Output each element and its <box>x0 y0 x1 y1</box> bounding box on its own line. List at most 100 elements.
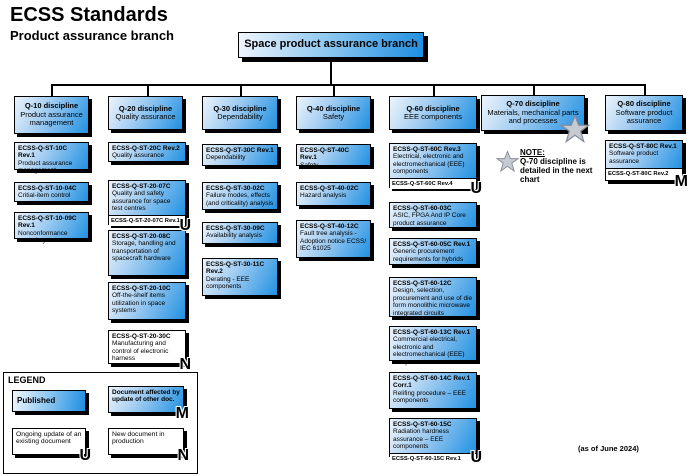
std-box: ECSS-Q-ST-10-09C Rev.1 Nonconformance co… <box>14 212 89 244</box>
box-desc: Availability analysis <box>206 232 262 240</box>
std-box: ECSS-Q-ST-40-02C Hazard analysis <box>296 182 371 206</box>
std-box: ECSS-Q-ST-10C Rev.1 Product assurance ma… <box>14 142 89 174</box>
std-box-group: ECSS-Q-ST-20-07C Quality and safety assu… <box>108 180 191 234</box>
box-code: ECSS-Q-ST-80C Rev.1 <box>609 143 677 150</box>
std-box: ECSS-Q-ST-20-30C Manufacturing and contr… <box>108 330 191 373</box>
marker-letter: U <box>470 180 482 197</box>
rev-strip: ECSS-Q-ST-80C Rev.2 <box>606 168 682 180</box>
box-code: ECSS-Q-ST-60-12C <box>393 280 452 287</box>
header-title: Q-30 discipline <box>213 103 267 113</box>
marker-letter: M <box>175 405 189 422</box>
marker-letter: U <box>79 447 91 464</box>
std-box: ECSS-Q-ST-60-13C Rev.1 Commercial electr… <box>389 326 477 366</box>
box-desc: Relifing procedure – EEE components <box>393 389 466 405</box>
header-subtitle: Safety <box>322 112 345 121</box>
marker-letter: U <box>470 449 482 466</box>
std-box: ECSS-Q-ST-40-12C Fault tree analysis - A… <box>296 220 371 258</box>
box-desc: Hazard analysis <box>300 192 347 200</box>
star-icon <box>560 114 590 144</box>
rev-strip: ECSS-Q-ST-60-15C Rev.1 <box>390 452 476 465</box>
box-code: ECSS-Q-ST-60-13C Rev.1 <box>393 329 471 336</box>
box-desc: ASIC, FPGA And IP Core product assurance <box>393 212 466 227</box>
box-code: ECSS-Q-ST-40-12C <box>300 223 359 230</box>
legend-new-label: New document in production <box>112 431 165 446</box>
box-desc: Radiation hardness assurance – EEE compo… <box>393 428 450 451</box>
box-desc: Commercial electrical, electronic and el… <box>393 336 465 366</box>
box-code: ECSS-Q-ST-30C Rev.1 <box>206 147 274 154</box>
std-box: ECSS-Q-ST-20-08C Storage, handling and t… <box>108 230 186 276</box>
std-box: ECSS-Q-ST-40C Rev.1 Safety <box>296 144 371 169</box>
connector-line <box>51 84 53 96</box>
box-code: ECSS-Q-ST-60-05C Rev.1 <box>393 241 471 248</box>
std-box: ECSS-Q-ST-60-03C ASIC, FPGA And IP Core … <box>389 202 477 228</box>
note-title: NOTE: <box>520 148 545 157</box>
marker-letter: N <box>177 447 189 464</box>
note-text: Q-70 discipline is detailed in the next … <box>520 157 593 184</box>
header-subtitle: Dependability <box>217 112 263 121</box>
marker-letter: U <box>179 217 191 234</box>
std-box: ECSS-Q-ST-30C Rev.1 Dependability <box>202 144 278 166</box>
box-code: ECSS-Q-ST-40-02C <box>300 185 359 192</box>
connector-line <box>433 84 435 96</box>
box-desc: Storage, handling and transportation of … <box>112 240 176 263</box>
box-desc: Derating - EEE components <box>206 275 250 291</box>
box-desc: Generic procurement requirements for hyb… <box>393 248 464 263</box>
box-desc: Manufacturing and control of electronic … <box>112 340 169 363</box>
std-box-group: ECSS-Q-ST-60C Rev.3 Electrical, electron… <box>389 143 482 197</box>
box-code: ECSS-Q-ST-20C Rev.2 <box>112 145 180 152</box>
box-code: ECSS-Q-ST-40C Rev.1 <box>300 147 350 162</box>
box-desc: Quality assurance <box>112 152 165 160</box>
legend-title: LEGEND <box>8 375 46 385</box>
box-desc: Nonconformance control system <box>18 229 68 245</box>
connector-line <box>330 58 332 84</box>
std-box: ECSS-Q-ST-60-05C Rev.1 Generic procureme… <box>389 238 477 265</box>
std-box: ECSS-Q-ST-30-09C Availability analysis <box>202 222 278 244</box>
connector-line <box>147 84 149 96</box>
box-main: ECSS-Q-ST-80C Rev.1 Software product ass… <box>606 141 682 169</box>
rev-strip: ECSS-Q-ST-20-07C Rev.1 <box>109 214 185 227</box>
box-code: ECSS-Q-ST-60C Rev.3 <box>393 146 461 153</box>
box-desc: Quality and safety assurance for space t… <box>112 190 171 213</box>
connector-line <box>333 84 335 96</box>
std-box: ECSS-Q-ST-60-14C Rev.1 Corr.1 Relifing p… <box>389 372 477 409</box>
box-code: ECSS-Q-ST-30-02C <box>206 185 265 192</box>
header-subtitle: Materials, mechanical parts and processe… <box>487 107 579 126</box>
box-desc: Product assurance management <box>18 159 73 175</box>
box-desc: Electrical, electronic and electromechan… <box>393 153 465 176</box>
rev-strip: ECSS-Q-ST-60C Rev.4 <box>390 177 476 190</box>
header-title: Q-20 discipline <box>118 103 173 113</box>
box-main: ECSS-Q-ST-60C Rev.3 Electrical, electron… <box>390 144 476 178</box>
note: NOTE: Q-70 discipline is detailed in the… <box>520 148 594 184</box>
header-title: Q-70 discipline <box>506 99 560 109</box>
discipline-header-q40: Q-40 discipline Safety <box>296 96 371 130</box>
box-main: ECSS-Q-ST-60-15C Radiation hardness assu… <box>390 419 476 453</box>
box-code: ECSS-Q-ST-60-15C <box>393 421 452 428</box>
legend-new-box: New document in production N <box>108 428 189 464</box>
connector-line <box>644 84 646 96</box>
box-code: ECSS-Q-ST-10-09C Rev.1 <box>18 215 77 230</box>
header-subtitle: Product assurance management <box>20 109 83 128</box>
legend-published-box: Published <box>12 390 86 412</box>
connector-line <box>240 84 242 96</box>
marker-letter: M <box>674 173 688 190</box>
box-desc: Off-the-shelf items utilization in space… <box>112 292 166 315</box>
root-box: Space product assurance branch <box>238 32 424 58</box>
legend-ongoing-label: Ongoing update of an existing document <box>16 431 82 446</box>
box-code: ECSS-Q-ST-30-09C <box>206 225 265 232</box>
star-icon <box>496 150 519 173</box>
header-title: Q-80 discipline <box>617 99 671 109</box>
box-desc: Software product assurance <box>609 150 659 165</box>
date-note: (as of June 2024) <box>578 444 639 453</box>
header-title: Q-40 discipline <box>306 103 361 113</box>
box-code: ECSS-Q-ST-60-03C <box>393 205 452 212</box>
legend-ongoing-box: Ongoing update of an existing document U <box>12 428 91 464</box>
box-desc: Fault tree analysis - Adoption notice EC… <box>300 230 367 253</box>
box-code: ECSS-Q-ST-30-11C Rev.2 <box>206 261 265 276</box>
std-box: ECSS-Q-ST-20C Rev.2 Quality assurance <box>108 142 186 162</box>
header-title: Q-60 discipline <box>406 103 460 113</box>
box-code: ECSS-Q-ST-20-07C <box>112 183 171 190</box>
legend-affected-label: Document affected by update of other doc… <box>112 389 180 404</box>
header-subtitle: Software product assurance <box>615 107 673 126</box>
box-desc: Failure modes, effects (and criticality)… <box>206 192 274 207</box>
